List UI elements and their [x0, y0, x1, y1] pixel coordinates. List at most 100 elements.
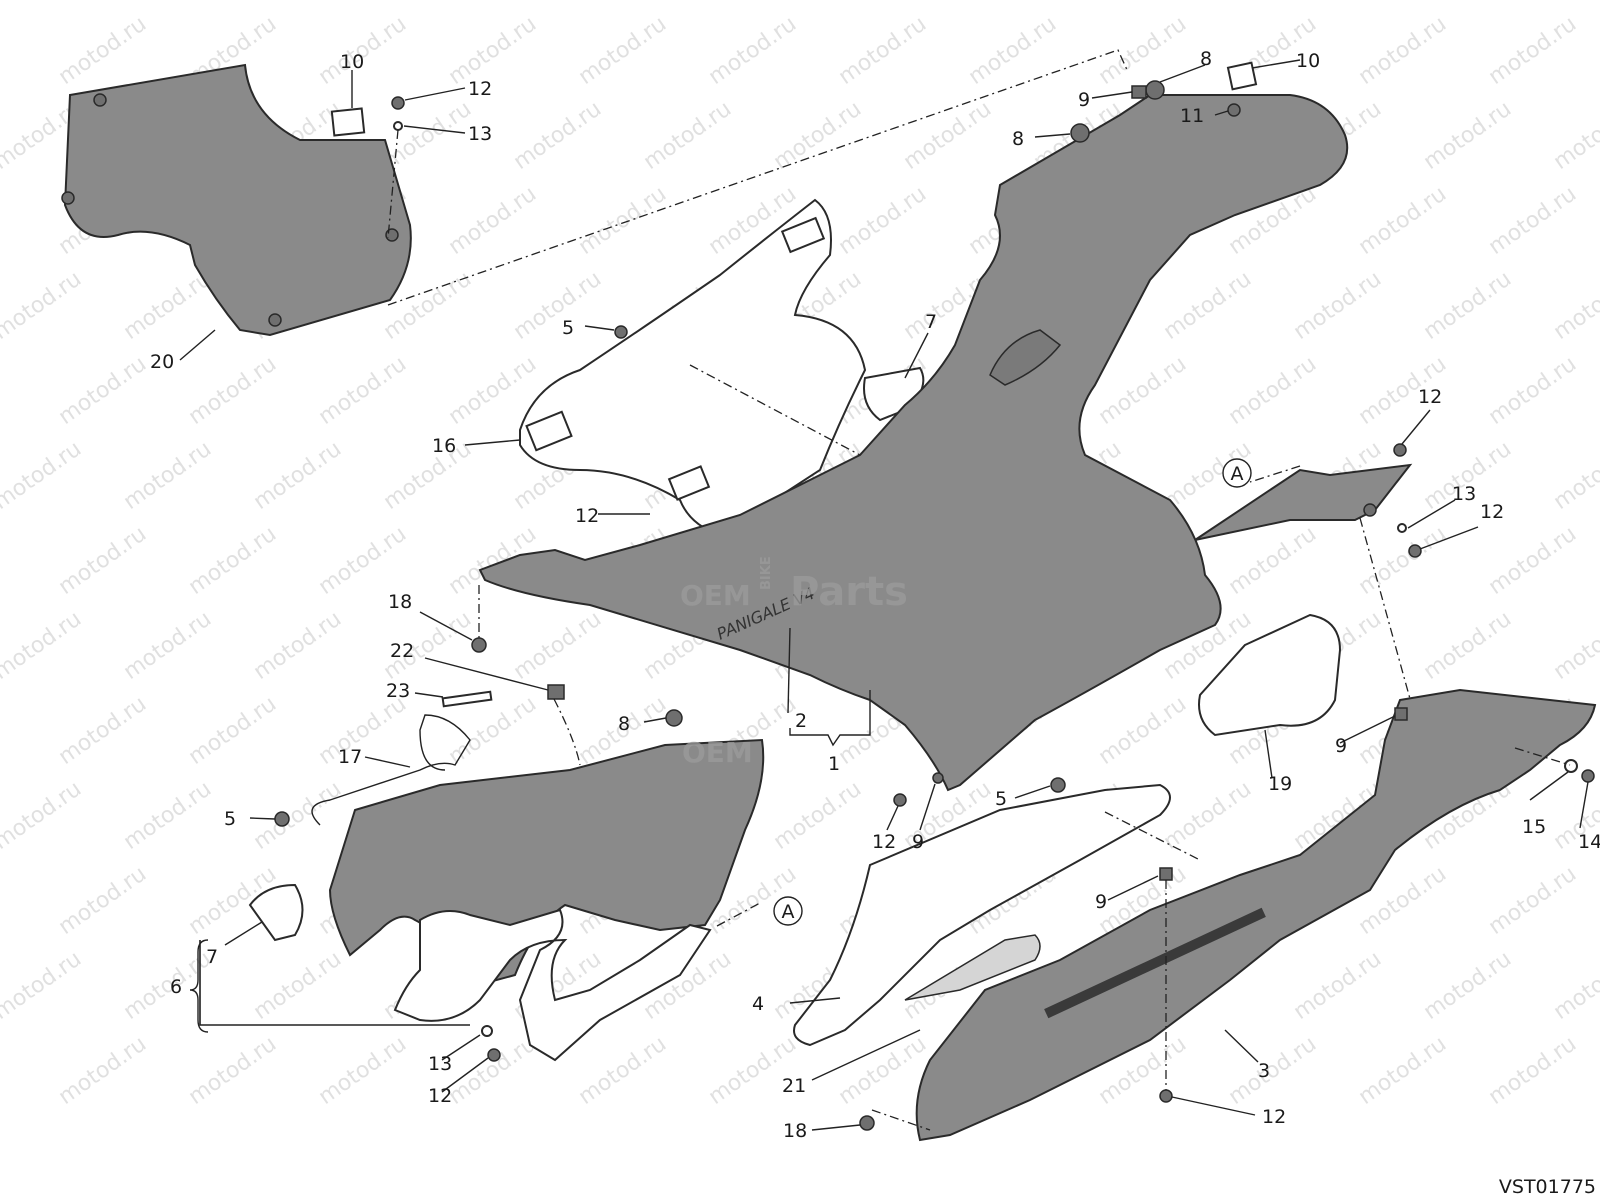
label-22: 22 [390, 640, 414, 662]
label-20: 20 [150, 351, 174, 373]
label-6: 6 [170, 976, 182, 998]
watermark-text: motod.ru [314, 352, 411, 430]
panel-20-hole [385, 228, 399, 242]
leader-lines [179, 59, 1589, 1131]
watermark-text: motod.ru [54, 352, 151, 430]
clip-22 [547, 684, 565, 700]
label-12: 12 [468, 78, 492, 100]
watermark-text: motod.ru [1224, 522, 1321, 600]
watermark-text: motod.ru [184, 1032, 281, 1110]
label-5: 5 [224, 808, 236, 830]
watermark-text: motod.ru [119, 437, 216, 515]
grommet-8-b [1070, 123, 1090, 143]
watermark-text: motod.ru [769, 97, 866, 175]
ref-label-a-right: A [1231, 463, 1244, 485]
label-23: 23 [386, 680, 410, 702]
watermark-text: motod.ru [964, 12, 1061, 90]
watermark-text: motod.ru [379, 437, 476, 515]
label-9: 9 [912, 831, 924, 853]
ref-circle-a-right [1222, 458, 1252, 488]
label-12: 12 [872, 831, 896, 853]
sticker-10-left [330, 107, 366, 137]
watermark-text: motod.ru [1159, 777, 1256, 855]
watermark-text: motod.ru [1484, 352, 1581, 430]
label-19: 19 [1268, 773, 1292, 795]
watermark-text: motod.ru [54, 1032, 151, 1110]
panel-16-cutout [780, 216, 826, 254]
watermark-text: motod.ru [574, 1032, 671, 1110]
watermark-text: motod.ru [184, 522, 281, 600]
panel-16-cutout [525, 410, 573, 452]
watermark-text: motod.ru [1484, 522, 1581, 600]
watermark-text: motod.ru [0, 267, 86, 345]
label-9: 9 [1078, 89, 1090, 111]
washer-11 [1227, 103, 1241, 117]
drawing-code: VST01775 [1499, 1176, 1596, 1198]
watermark-text: motod.ru [1484, 1032, 1581, 1110]
watermark-text: motod.ru [639, 97, 736, 175]
panel-4-detail [904, 934, 1041, 1001]
screw-12-right-top [1393, 443, 1407, 457]
watermark-text: motod.ru [1549, 97, 1600, 175]
watermark-text: motod.ru [0, 777, 86, 855]
nut-9-right [1394, 707, 1408, 721]
watermark-text: motod.ru [834, 182, 931, 260]
watermark-text: motod.ru [1549, 607, 1600, 685]
sticker-10-right [1226, 61, 1258, 91]
label-5: 5 [995, 788, 1007, 810]
screw-5-mid [1050, 777, 1066, 793]
tail-bracket-hole [1363, 503, 1377, 517]
watermark-text: motod.ru [1094, 692, 1191, 770]
label-12: 12 [575, 505, 599, 527]
watermark-text: motod.ru [1419, 97, 1516, 175]
ref-label-a-left: A [782, 901, 795, 923]
label-18: 18 [783, 1120, 807, 1142]
watermark-text: motod.ru [249, 437, 346, 515]
watermark-text: motod.ru [1419, 607, 1516, 685]
screw-12-bottom [1159, 1089, 1173, 1103]
main-fairing-2 [478, 94, 1349, 792]
label-13: 13 [1452, 483, 1476, 505]
label-12: 12 [428, 1085, 452, 1107]
watermark-text: motod.ru [1549, 267, 1600, 345]
washer-15 [1564, 759, 1578, 773]
watermark-text: motod.ru [1094, 12, 1191, 90]
watermark-text: motod.ru [1549, 437, 1600, 515]
label-12: 12 [1262, 1106, 1286, 1128]
panel-16-clear [519, 198, 867, 537]
watermark-text: motod.ru [184, 692, 281, 770]
watermark-text: motod.ru [899, 97, 996, 175]
watermark-text: motod.ru [509, 607, 606, 685]
watermark-text: motod.ru [1094, 352, 1191, 430]
watermark-text: motod.ru [444, 12, 541, 90]
ref-circle-a-left [773, 896, 803, 926]
screw-12-top [391, 96, 405, 110]
main-fairing-vent [989, 329, 1062, 386]
panel-4-clear [793, 783, 1171, 1047]
label-12: 12 [1418, 386, 1442, 408]
nut-9-mid [932, 772, 944, 784]
watermark-text: motod.ru [1354, 522, 1451, 600]
label-17: 17 [338, 746, 362, 768]
label-10: 10 [1296, 50, 1320, 72]
label-10: 10 [340, 51, 364, 73]
watermark-text: motod.ru [769, 777, 866, 855]
watermark-text: motod.ru [119, 607, 216, 685]
watermark-text: motod.ru [704, 1032, 801, 1110]
label-1: 1 [828, 753, 840, 775]
watermark-text: motod.ru [54, 862, 151, 940]
watermark-text: motod.ru [704, 12, 801, 90]
label-8: 8 [618, 713, 630, 735]
panel-20-hole [61, 191, 75, 205]
label-5: 5 [562, 317, 574, 339]
watermark-text: motod.ru [379, 97, 476, 175]
watermark-text: motod.ru [119, 947, 216, 1025]
screw-12-right [1408, 544, 1422, 558]
panel-20-hole [268, 313, 282, 327]
watermark-text: motod.ru [444, 182, 541, 260]
wire-17 [311, 714, 471, 826]
brand-mark-oem: OEM [680, 579, 751, 612]
washer-13-lower [481, 1025, 493, 1037]
tail-bracket [1194, 463, 1413, 541]
watermark-text: motod.ru [834, 12, 931, 90]
